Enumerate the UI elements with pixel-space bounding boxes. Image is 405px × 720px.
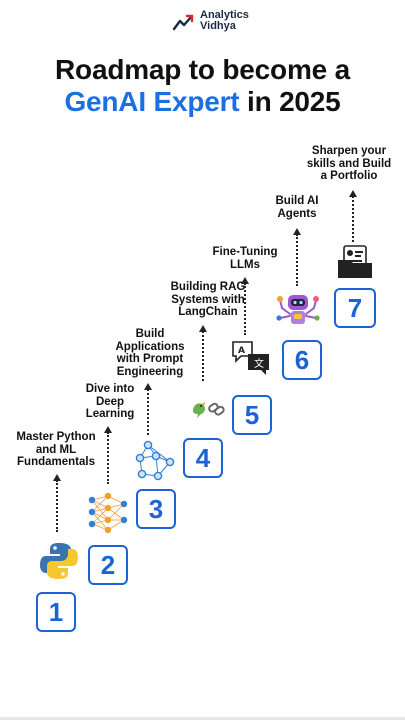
- title-accent: GenAI Expert: [64, 86, 240, 117]
- brand-logo: Analytics Vidhya: [172, 10, 262, 34]
- step-1-dotted-line: [56, 480, 58, 532]
- step-7-arrow: [349, 190, 357, 197]
- step-4-dotted-line: [202, 331, 204, 381]
- ai-agent-robot-icon: [276, 295, 320, 324]
- step-3-arrow: [144, 383, 152, 390]
- step-6-box: 6: [282, 340, 322, 380]
- step-2-arrow: [104, 426, 112, 433]
- page-title: Roadmap to become a: [55, 54, 350, 85]
- page-subtitle: GenAI Expert in 2025: [64, 86, 341, 117]
- svg-text:文: 文: [254, 357, 264, 370]
- neural-network-icon: [88, 492, 128, 534]
- step-3-dotted-line: [147, 389, 149, 435]
- step-6-arrow: [293, 228, 301, 235]
- svg-text:A: A: [238, 346, 245, 356]
- langchain-parrot-icon: [193, 402, 225, 418]
- step-5-dotted-line: [244, 283, 246, 335]
- step-5-arrow: [241, 277, 249, 284]
- step-1-box: 1: [36, 592, 76, 632]
- portfolio-folder-icon: [338, 245, 372, 278]
- step-4-box: 4: [183, 438, 223, 478]
- python-logo-icon: [40, 543, 78, 579]
- trend-arrow-icon: [172, 14, 194, 31]
- network-graph-icon: [135, 440, 175, 481]
- step-2-box: 2: [88, 545, 128, 585]
- translation-chat-icon: A 文: [232, 341, 269, 375]
- step-2-dotted-line: [107, 432, 109, 484]
- bottom-divider: [0, 717, 405, 720]
- step-3-box: 3: [136, 489, 176, 529]
- step-4-arrow: [199, 325, 207, 332]
- step-1-arrow: [53, 474, 61, 481]
- step-7-dotted-line: [352, 196, 354, 242]
- step-6-dotted-line: [296, 234, 298, 286]
- brand-name: Analytics Vidhya: [200, 9, 249, 32]
- step-7-box: 7: [334, 288, 376, 328]
- step-5-box: 5: [232, 395, 272, 435]
